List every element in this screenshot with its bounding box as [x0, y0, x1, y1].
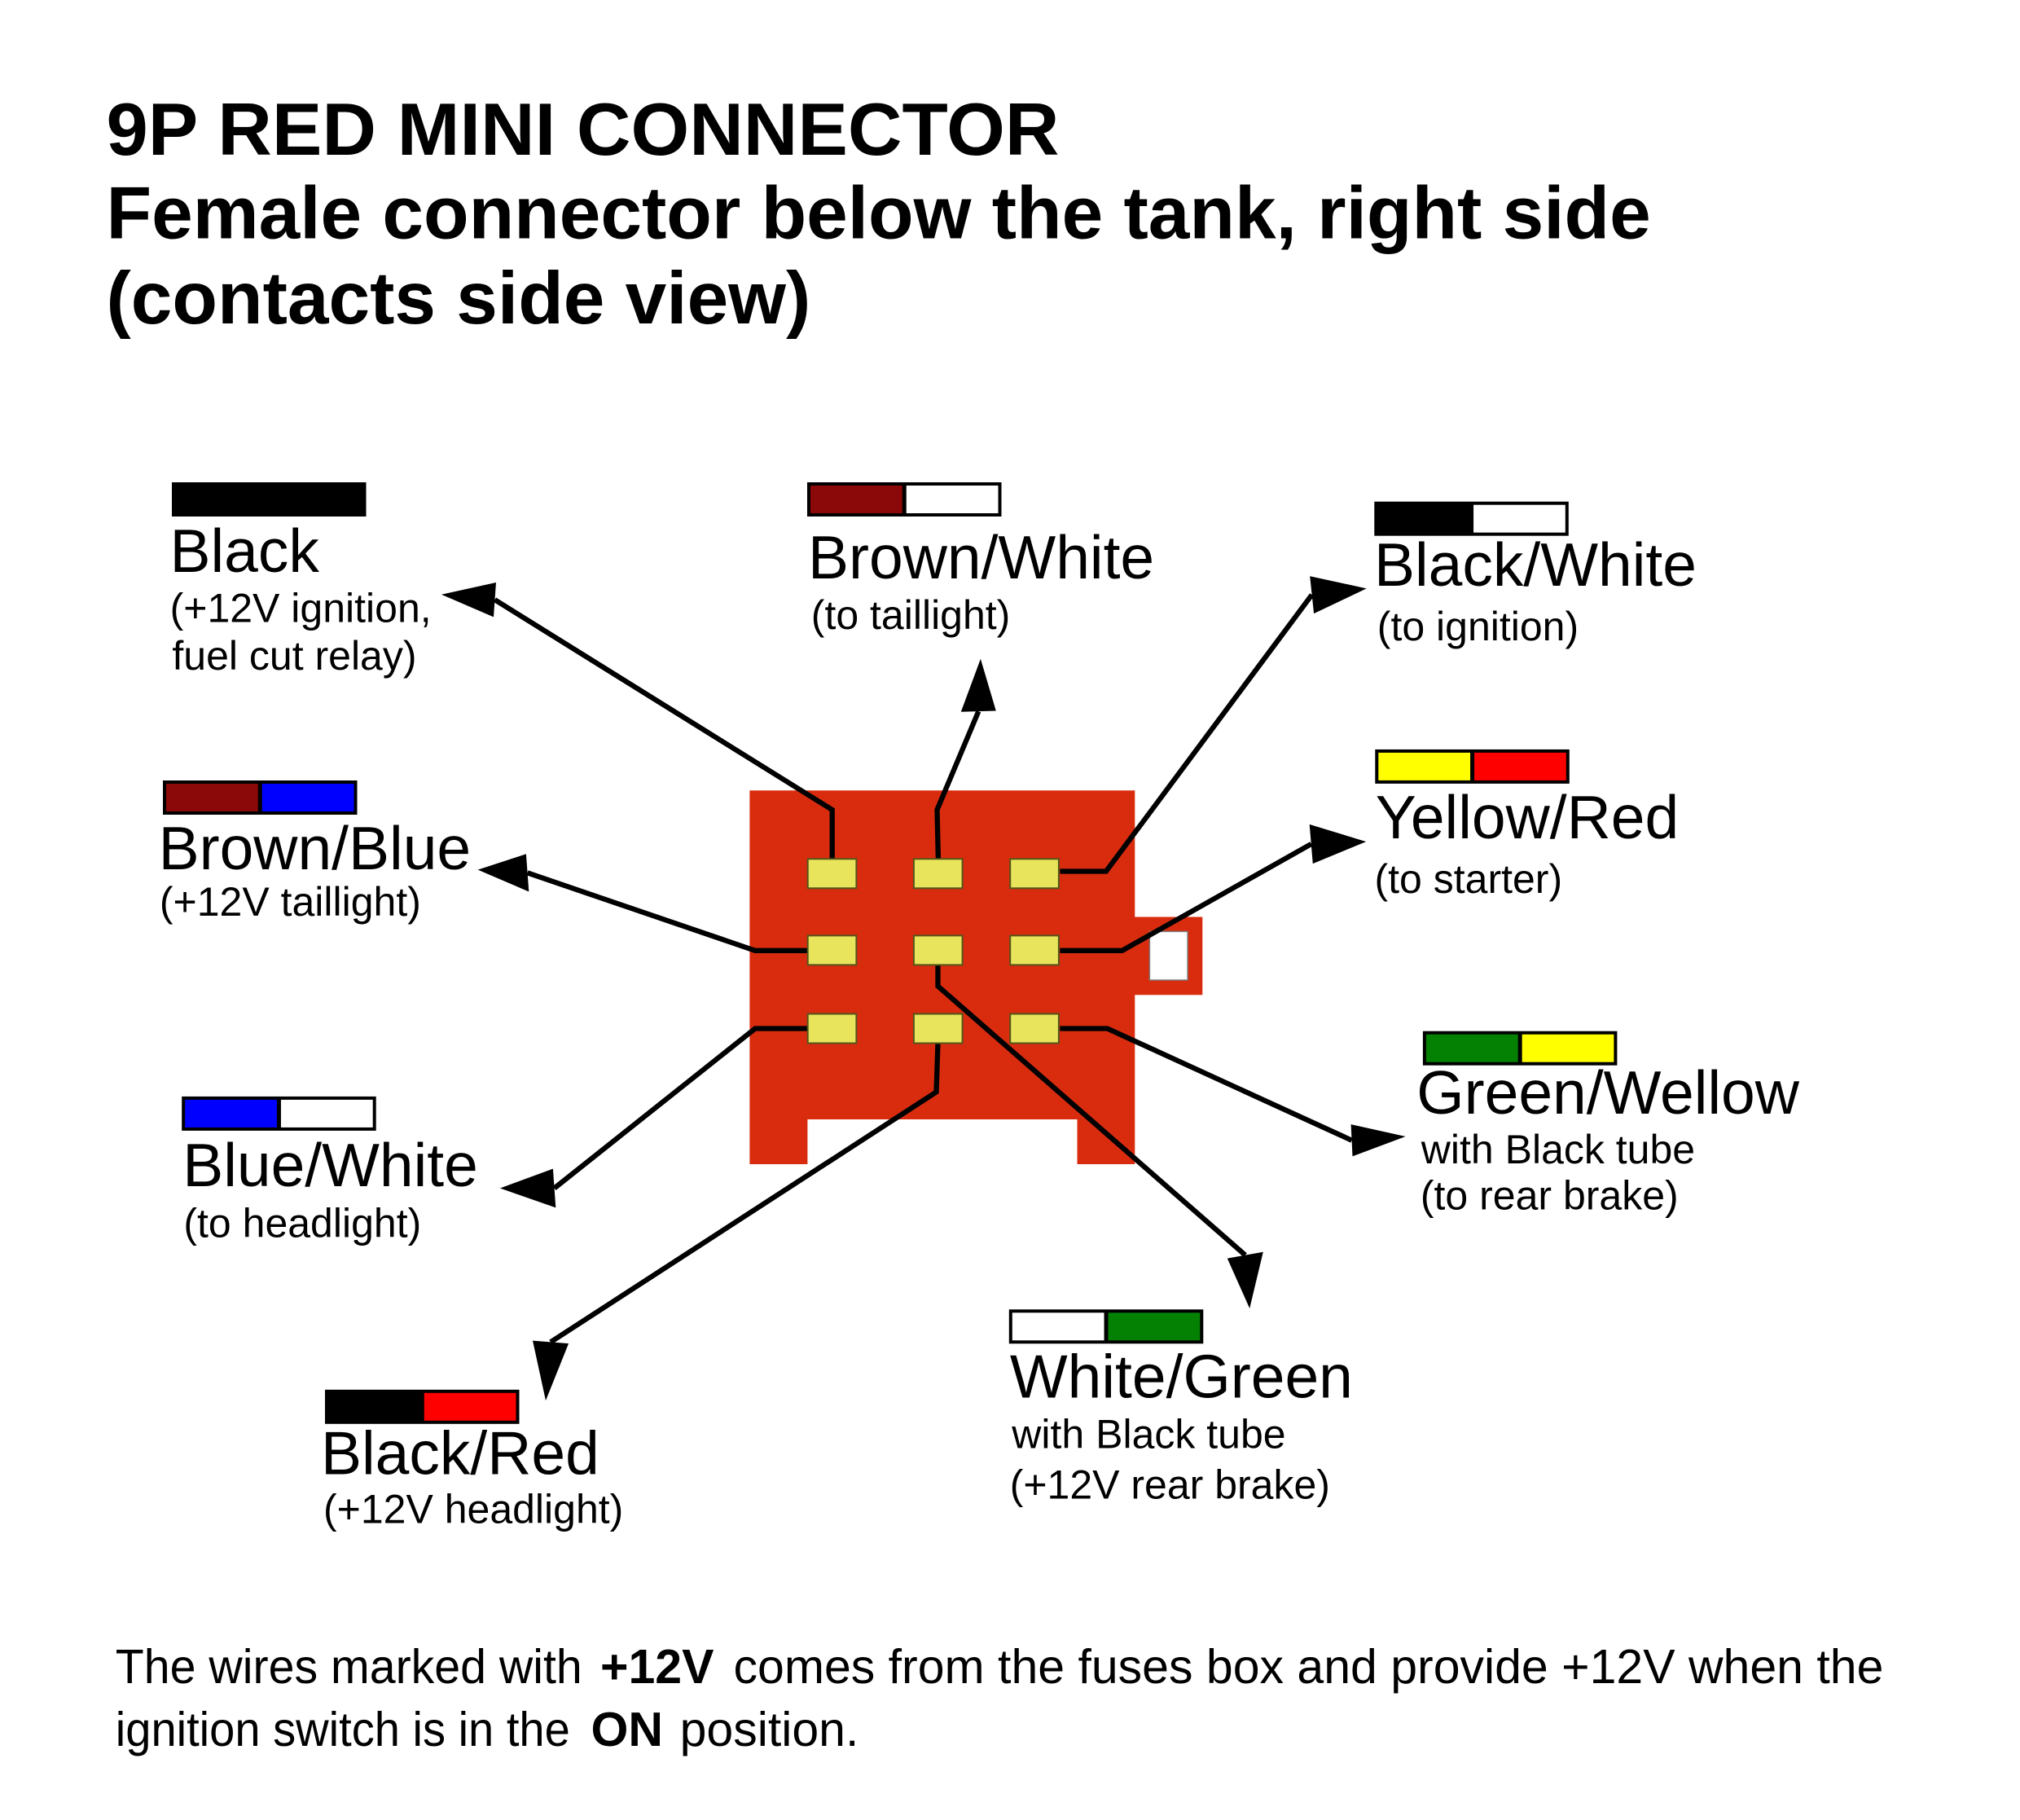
- svg-text:with Black tube: with Black tube: [1011, 1412, 1285, 1457]
- svg-text:Brown/White: Brown/White: [808, 523, 1154, 591]
- svg-text:ignition switch is in the: ignition switch is in the: [116, 1703, 570, 1756]
- svg-text:Black: Black: [170, 517, 320, 585]
- svg-text:Brown/Blue: Brown/Blue: [159, 814, 472, 882]
- svg-text:Green/Wellow: Green/Wellow: [1416, 1058, 1799, 1127]
- svg-text:(+12V headlight): (+12V headlight): [323, 1487, 623, 1532]
- svg-text:White/Green: White/Green: [1010, 1342, 1353, 1410]
- svg-text:with Black tube: with Black tube: [1421, 1127, 1695, 1172]
- svg-text:The wires marked with: The wires marked with: [116, 1640, 582, 1694]
- svg-text:Black/White: Black/White: [1374, 530, 1697, 599]
- svg-text:Female connector below the tan: Female connector below the tank, right s…: [107, 173, 1651, 255]
- svg-text:Blue/White: Blue/White: [182, 1131, 478, 1199]
- svg-text:(to rear brake): (to rear brake): [1421, 1173, 1679, 1219]
- svg-text:fuel cut relay): fuel cut relay): [172, 633, 416, 679]
- svg-text:(+12V ignition,: (+12V ignition,: [170, 586, 432, 631]
- svg-text:(+12V rear brake): (+12V rear brake): [1010, 1462, 1330, 1508]
- svg-text:(contacts side view): (contacts side view): [107, 257, 811, 340]
- svg-text:ON: ON: [591, 1703, 664, 1756]
- svg-text:+12V: +12V: [600, 1640, 714, 1694]
- svg-text:Black/Red: Black/Red: [321, 1419, 599, 1488]
- svg-text:Yellow/Red: Yellow/Red: [1376, 783, 1679, 851]
- svg-text:9P RED MINI CONNECTOR: 9P RED MINI CONNECTOR: [107, 89, 1060, 171]
- svg-text:(+12V taillight): (+12V taillight): [160, 879, 421, 925]
- svg-text:(to taillight): (to taillight): [811, 592, 1011, 638]
- svg-text:(to starter): (to starter): [1375, 856, 1563, 902]
- svg-text:(to ignition): (to ignition): [1377, 604, 1579, 649]
- svg-text:comes from the fuses box and p: comes from the fuses box and provide +12…: [734, 1640, 1884, 1694]
- svg-text:(to headlight): (to headlight): [183, 1201, 421, 1246]
- svg-text:position.: position.: [680, 1703, 859, 1756]
